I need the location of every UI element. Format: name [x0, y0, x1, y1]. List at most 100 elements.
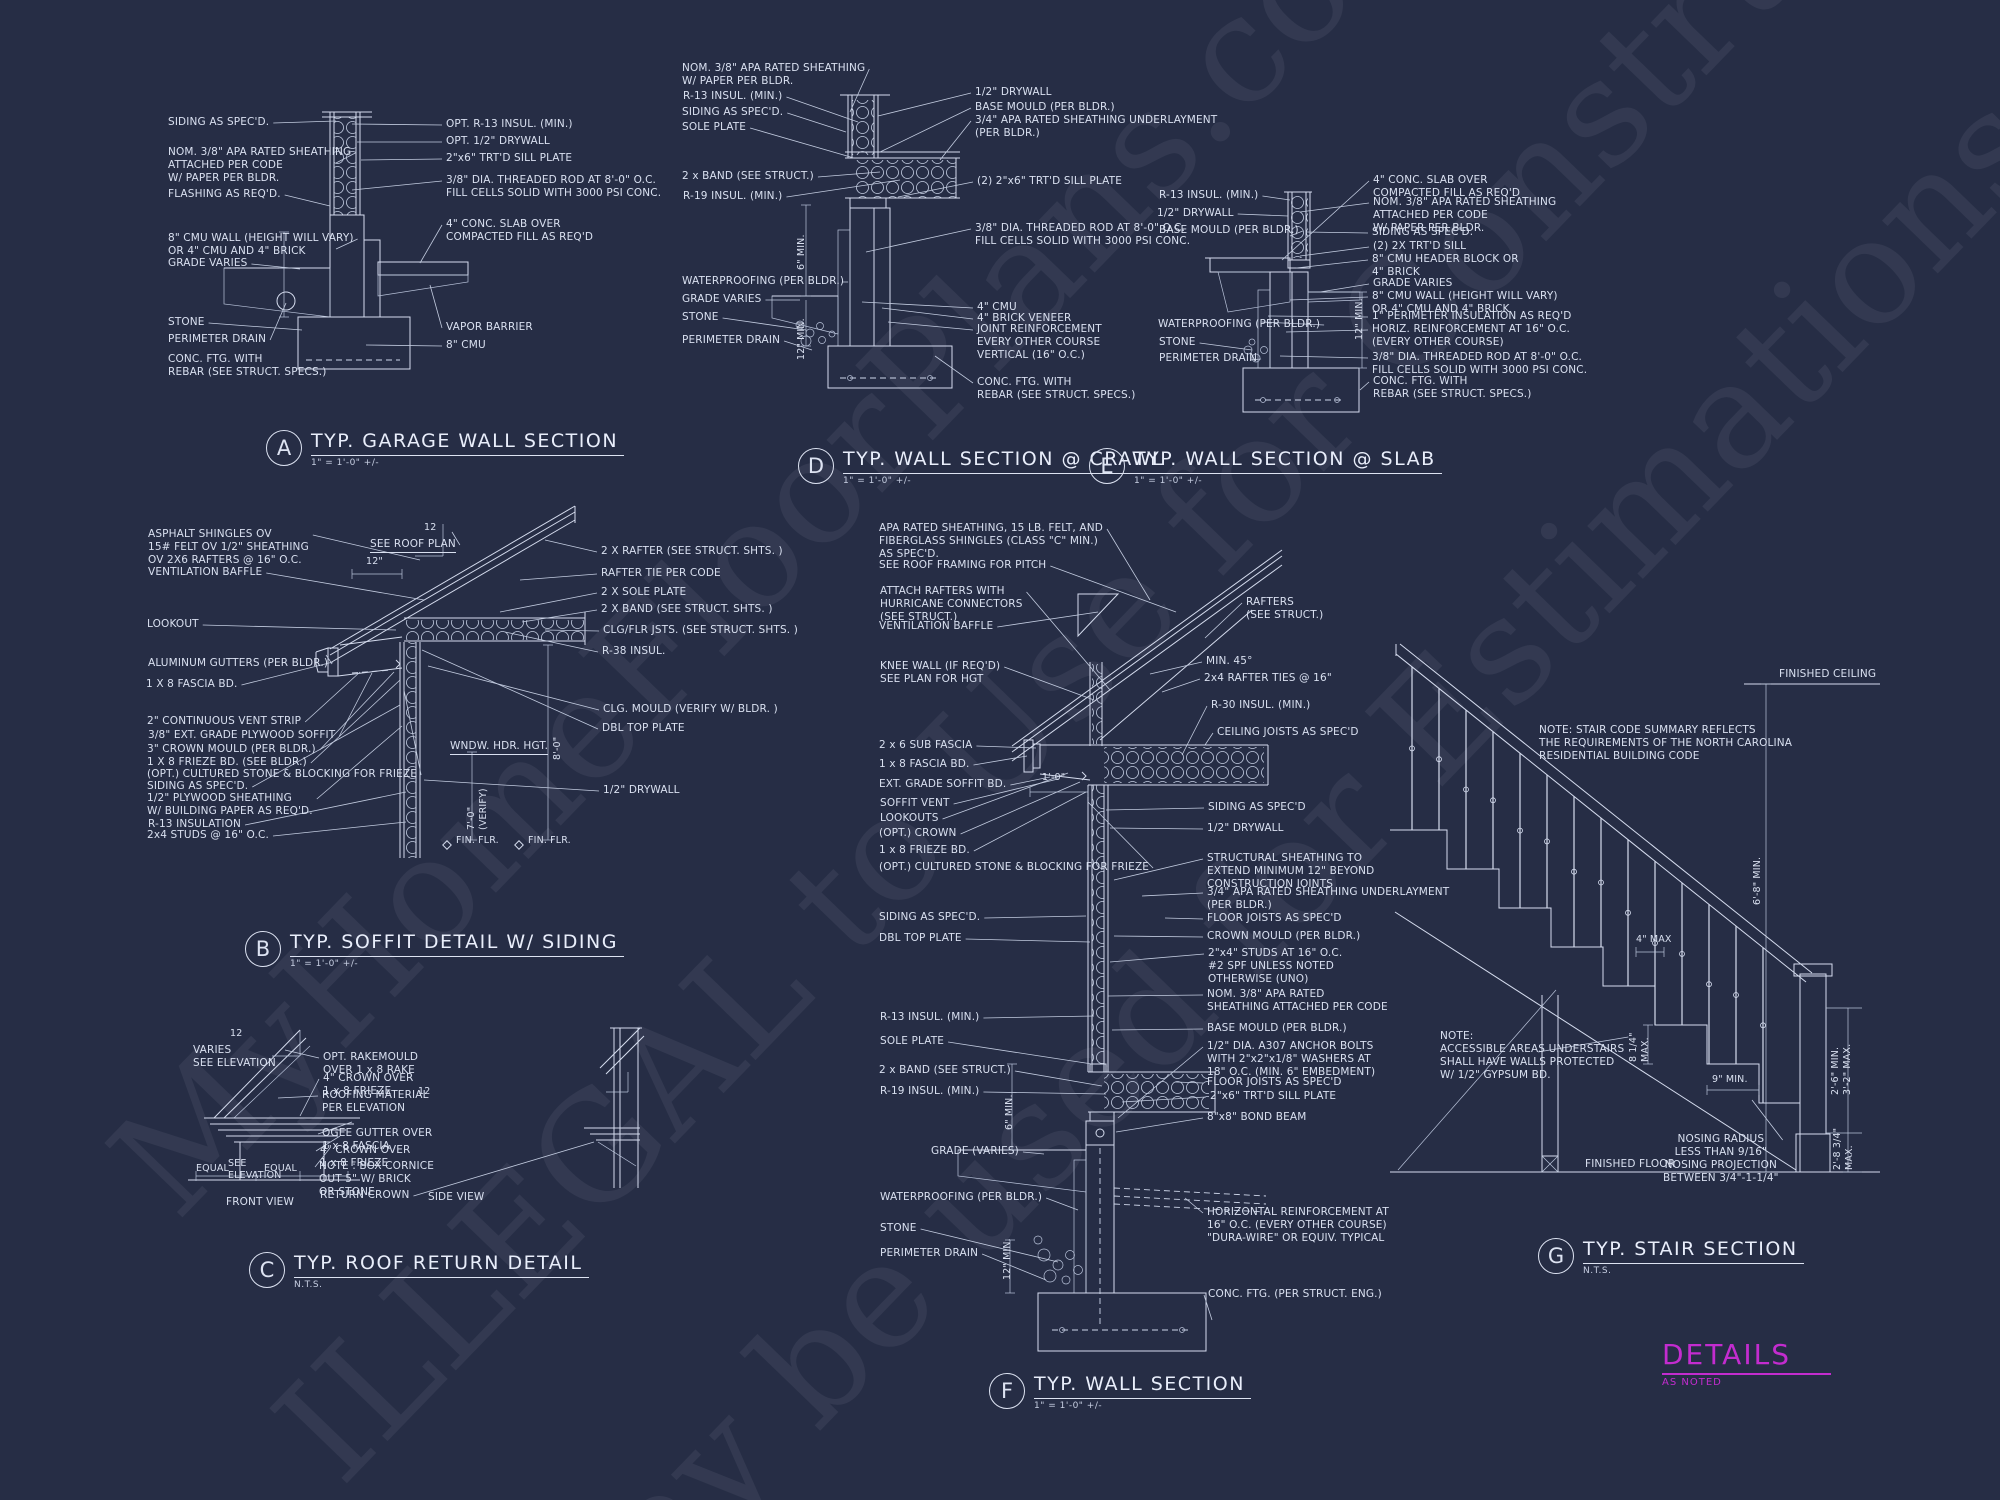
annotation: (OPT.) CROWN [879, 827, 957, 839]
annotation: LOOKOUT [147, 618, 199, 630]
section-title-text: TYP. WALL SECTION @ CRAWL [843, 448, 1171, 474]
view-caption: FRONT VIEW [226, 1196, 295, 1208]
annotation: 4" CROWN OVER 1 x 8 FRIEZE [323, 1072, 414, 1098]
dimension: 7'-0" (VERIFY) [466, 788, 489, 830]
annotation: R-13 INSUL. (MIN.) [880, 1011, 980, 1023]
annotation: 3" CROWN MOULD (PER BLDR.) [147, 743, 316, 755]
annotation: 1 X 8 FASCIA BD. [146, 678, 238, 690]
annotation: OPT. RAKEMOULD OVER 1 x 8 RAKE [323, 1051, 419, 1077]
annotation: 1" PERIMETER INSULATION AS REQ'D [1372, 310, 1572, 322]
annotation: RAFTERS (SEE STRUCT.) [1246, 596, 1324, 622]
annotation: DBL TOP PLATE [879, 932, 962, 944]
annotation: STONE [168, 316, 205, 328]
annotation: STONE [880, 1222, 917, 1234]
annotation: FIN. FLR. [456, 835, 499, 846]
annotation: 4" CONC. SLAB OVER COMPACTED FILL AS REQ… [446, 218, 594, 244]
annotation: EXT. GRADE SOFFIT BD. [879, 778, 1007, 790]
annotation: 3/8" EXT. GRADE PLYWOOD SOFFIT [148, 729, 336, 741]
annotation: (OPT.) CULTURED STONE & BLOCKING FOR FRI… [879, 861, 1150, 873]
annotation: NOM. 3/8" APA RATED SHEATHING ATTACHED P… [1373, 196, 1557, 235]
annotation: (2) 2X TRT'D SILL [1373, 240, 1467, 252]
annotation: CLG. MOULD (VERIFY W/ BLDR. ) [603, 703, 778, 715]
view-caption: SIDE VIEW [428, 1191, 485, 1203]
annotation: 1 x 8 FASCIA BD. [879, 758, 970, 770]
dimension: EQUAL [196, 1163, 229, 1174]
annotation: ASPHALT SHINGLES OV 15# FELT OV 1/2" SHE… [148, 528, 309, 567]
detail-bubble: F [989, 1373, 1025, 1409]
annotation: R-13 INSULATION [148, 818, 241, 830]
annotation: FIN. FLR. [528, 835, 571, 846]
roof-return-detail-drawing [188, 1027, 645, 1188]
wall-section-slab-drawing [1205, 191, 1367, 413]
annotation: SIDING AS SPEC'D. [1372, 226, 1474, 238]
annotation: 3/8" DIA. THREADED ROD AT 8'-0" O.C. FIL… [1372, 351, 1588, 377]
annotation: HORIZONTAL REINFORCEMENT AT 16" O.C. (EV… [1207, 1206, 1389, 1245]
annotation: SEE ROOF PLAN [370, 538, 456, 554]
annotation: SIDING AS SPEC'D. [879, 911, 981, 923]
annotation: 4" BRICK VENEER [977, 312, 1072, 324]
annotation: 1/2" DRYWALL [975, 86, 1052, 98]
annotation: PERIMETER DRAIN [1159, 352, 1258, 364]
annotation: LOOKOUTS [880, 812, 939, 824]
annotation: 8" CMU WALL (HEIGHT WILL VARY) OR 4" CMU… [168, 232, 354, 258]
note: NOTE: ACCESSIBLE AREAS UNDERSTAIRS SHALL… [1440, 1030, 1625, 1082]
sheet-scale-note: AS NOTED [1662, 1377, 1722, 1388]
annotation: CEILING JOISTS AS SPEC'D [1217, 726, 1359, 738]
annotation: R-19 INSUL. (MIN.) [683, 190, 783, 202]
annotation: 1 x 8 FRIEZE BD. [879, 844, 970, 856]
annotation: VENTILATION BAFFLE [879, 620, 994, 632]
detail-bubble: B [245, 931, 281, 967]
annotation: ROOFING MATERIAL PER ELEVATION [322, 1089, 429, 1115]
annotation: RAFTER TIE PER CODE [601, 567, 721, 579]
sheet-title-block: DETAILS AS NOTED [1662, 1338, 1831, 1388]
annotation: R-38 INSUL. [602, 645, 666, 657]
dimension: 12" MIN. [1354, 298, 1365, 340]
annotation: VARIES SEE ELEVATION [193, 1044, 276, 1070]
annotation: STRUCTURAL SHEATHING TO EXTEND MINIMUM 1… [1207, 852, 1375, 891]
section-scale: 1" = 1'-0" +/- [843, 476, 912, 486]
dimension: 12" [366, 556, 383, 567]
annotation: SOLE PLATE [682, 121, 747, 133]
dimension: 2'-8 3/4" MAX. [1832, 1127, 1855, 1170]
annotation: 2"x6" TRT'D SILL PLATE [1210, 1090, 1337, 1102]
dimension: 8'-0" [552, 736, 563, 760]
wall-section-crawl-drawing [771, 94, 960, 389]
annotation: NOTE : BOX CORNICE OUT 5" W/ BRICK OR ST… [319, 1160, 435, 1199]
annotation: 8" CMU HEADER BLOCK OR 4" BRICK [1372, 253, 1519, 279]
annotation: 1/2" DIA. A307 ANCHOR BOLTS WITH 2"x2"x1… [1207, 1040, 1376, 1079]
dimension: 12 [424, 522, 437, 533]
annotation: 2" CONTINUOUS VENT STRIP [147, 715, 302, 727]
dimension: 1'-0" [1042, 772, 1066, 783]
annotation: SIDING AS SPEC'D [1208, 801, 1306, 813]
annotation: WATERPROOFING (PER BLDR.) [1158, 318, 1321, 330]
annotation: BASE MOULD (PER BLDR.) [1207, 1022, 1347, 1034]
dimension: 12 [230, 1028, 243, 1039]
annotation: (2) 2"x6" TRT'D SILL PLATE [977, 175, 1122, 187]
section-title-a: A TYP. GARAGE WALL SECTION 1" = 1'-0" +/… [266, 430, 625, 468]
annotation: R-19 INSUL. (MIN.) [880, 1085, 980, 1097]
annotation: 1 X 8 FRIEZE BD. (SEE BLDR.) [147, 756, 307, 768]
dimension: 2'-6" MIN. 3'-2" MAX. [1830, 1043, 1853, 1095]
annotation: CONC. FTG. WITH REBAR (SEE STRUCT. SPECS… [168, 353, 327, 379]
annotation: WATERPROOFING (PER BLDR.) [682, 275, 845, 287]
annotation: R-30 INSUL. (MIN.) [1211, 699, 1311, 711]
annotation: GRADE (VARIES) [931, 1145, 1019, 1157]
section-scale: 1" = 1'-0" +/- [1034, 1401, 1103, 1411]
annotation: NOM. 3/8" APA RATED SHEATHING W/ PAPER P… [682, 62, 866, 88]
annotation: BASE MOULD (PER BLDR.) [975, 101, 1115, 113]
dimension: 9" MIN. [1712, 1074, 1748, 1085]
annotation: KNEE WALL (IF REQ'D) SEE PLAN FOR HGT [880, 660, 1001, 686]
section-title-e: E TYP. WALL SECTION @ SLAB 1" = 1'-0" +/… [1089, 448, 1442, 486]
section-scale: N.T.S. [1583, 1266, 1612, 1276]
annotation: DBL TOP PLATE [602, 722, 685, 734]
annotation: FLASHING AS REQ'D. [168, 188, 281, 200]
annotation: JOINT REINFORCEMENT EVERY OTHER COURSE V… [977, 323, 1102, 362]
annotation: BASE MOULD (PER BLDR.) [1159, 224, 1299, 236]
annotation: STONE [1159, 336, 1196, 348]
annotation: 8" CMU WALL (HEIGHT WILL VARY) OR 4" CMU… [1372, 290, 1558, 316]
annotation: 2"x4" STUDS AT 16" O.C. #2 SPF UNLESS NO… [1208, 947, 1343, 986]
section-title-g: G TYP. STAIR SECTION N.T.S. [1538, 1238, 1804, 1276]
annotation: SIDING AS SPEC'D. [682, 106, 784, 118]
